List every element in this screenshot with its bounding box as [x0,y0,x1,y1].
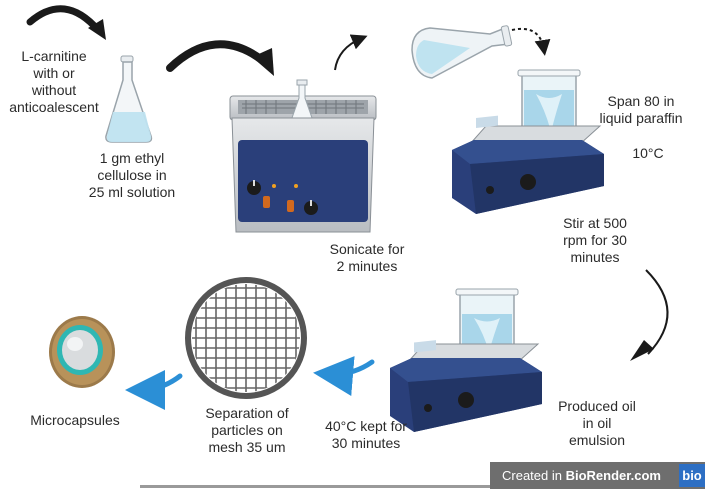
sieve-mesh-icon [185,277,307,399]
small-arrow-3 [334,34,368,71]
biorender-badge[interactable]: Created in BioRender.com bio [490,462,705,489]
ultrasonic-bath-icon [229,79,377,233]
dashed-pour-arrow [511,28,551,56]
label-stir: Stir at 500 rpm for 30 minutes [563,215,627,265]
brand-mini-logo: bio [679,464,705,487]
label-kept-40: 40°C kept for 30 minutes [325,418,407,451]
label-temperature-10: 10°C [632,145,664,161]
microcapsule-icon [49,316,115,388]
blue-arrow-1 [313,356,375,396]
label-produced-emulsion: Produced oil in oil emulsion [558,398,636,448]
curved-arrow-1 [26,5,106,40]
label-microcapsules: Microcapsules [30,412,120,428]
pouring-flask-icon [411,25,513,79]
label-ethyl-cellulose: 1 gm ethyl cellulose in 25 ml solution [88,150,176,200]
magnetic-stirrer-1-icon [452,69,604,214]
curved-arrow-2 [166,40,274,76]
label-separation: Separation of particles on mesh 35 um [205,405,289,455]
label-span80: Span 80 in liquid paraffin [599,93,683,126]
bottom-rule [140,485,490,488]
curved-arrow-4 [630,269,669,361]
brand-name: BioRender.com [565,468,661,483]
brand-text: Created in BioRender.com [502,462,661,489]
erlenmeyer-flask-icon [105,55,153,143]
blue-arrow-2 [125,369,183,410]
label-sonicate: Sonicate for 2 minutes [329,241,405,274]
magnetic-stirrer-2-icon [390,288,542,432]
label-carnitine: L-carnitine with or without anticoalesce… [9,48,99,115]
brand-prefix: Created in [502,468,566,483]
